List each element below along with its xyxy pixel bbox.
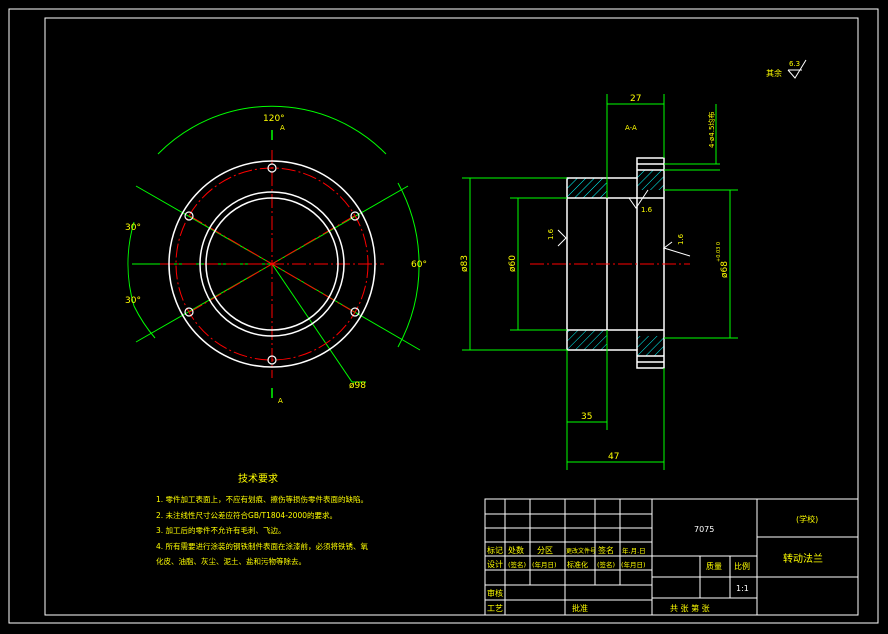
front-view: 120° 30° 30° 60° ø98 A A: [125, 105, 427, 405]
tech-item-2: 2. 未注线性尺寸公差应符合GB/T1804-2000的要求。: [156, 510, 337, 520]
dim-35: 35: [581, 412, 592, 422]
tb-design-date: (年月日): [532, 560, 557, 569]
section-title: A-A: [625, 124, 637, 132]
title-block: 7075 (学校) 转动法兰 标记 处数 分区 更改文件号 签名 年.月.日 设…: [484, 498, 859, 616]
tb-sheets: 共 张 第 张: [670, 603, 710, 613]
tb-design-sign: (签名): [508, 560, 526, 569]
dim-dia-68: ø68: [720, 261, 730, 278]
tb-scale-label: 比例: [734, 561, 750, 571]
tb-scale-value: 1:1: [736, 584, 749, 593]
title-block-grid: [484, 498, 859, 616]
holes-note: 4-ø4.5均布: [707, 112, 716, 148]
tech-item-3: 3. 加工后的零件不允许有毛刺、飞边。: [156, 525, 286, 535]
dim-27: 27: [630, 94, 641, 104]
dim-dia-83: ø83: [460, 255, 470, 272]
roughness-corner-value: 6.3: [789, 60, 800, 68]
drawing-frame: [8, 8, 879, 624]
bolt-circle-diameter: ø98: [349, 381, 366, 391]
tb-approve: 批准: [572, 603, 588, 613]
tb-design: 设计: [487, 559, 503, 569]
title-block-text: 7075 (学校) 转动法兰 标记 处数 分区 更改文件号 签名 年.月.日 设…: [487, 514, 823, 613]
angle-label-top: 120°: [263, 114, 285, 124]
tb-review: 审核: [487, 588, 503, 598]
school-label: (学校): [796, 514, 818, 524]
section-view: A-A 27 4-ø4.5均布 1.6 1.6 1.6 ø83 ø60 ø68 …: [460, 94, 738, 470]
tb-change-doc: 更改文件号: [566, 547, 596, 555]
fit-tolerance: +0.03 0: [716, 242, 722, 262]
center-lines: [160, 150, 384, 378]
angle-label-left-upper: 30°: [125, 223, 141, 233]
dim-47: 47: [608, 452, 619, 462]
roughness-corner: 其余 6.3: [766, 59, 807, 79]
section-mark-top: A: [280, 124, 285, 132]
tb-process: 工艺: [487, 604, 503, 613]
section-hatching: [567, 170, 664, 356]
tb-signature: 签名: [598, 545, 614, 555]
roughness-left: 1.6: [547, 228, 555, 240]
tech-item-1: 1. 零件加工表面上，不应有划痕、擦伤等损伤零件表面的缺陷。: [156, 494, 368, 504]
section-dimension-lines: [462, 94, 738, 470]
tech-item-4: 4. 所有需要进行涂装的钢铁制件表面在涂漆前，必须将铁锈、氧: [156, 541, 369, 551]
roughness-top: 1.6: [641, 206, 653, 214]
tb-std-date: (年月日): [621, 560, 646, 569]
material-label: 7075: [694, 525, 714, 534]
tb-mark: 标记: [487, 545, 503, 555]
tech-item-5: 化皮、油脂、灰尘、泥土、盐和污物等除去。: [156, 556, 306, 566]
tb-standard: 标准化: [567, 560, 588, 569]
tb-date: 年.月.日: [622, 546, 646, 555]
tb-mass-label: 质量: [706, 561, 722, 571]
section-mark-bottom: A: [278, 397, 283, 405]
dim-dia-60: ø60: [508, 255, 518, 272]
tech-requirements: 技术要求 1. 零件加工表面上，不应有划痕、擦伤等损伤零件表面的缺陷。 2. 未…: [156, 472, 369, 566]
roughness-symbols: [557, 189, 691, 257]
section-labels: A-A 27 4-ø4.5均布 1.6 1.6 1.6 ø83 ø60 ø68 …: [460, 94, 730, 462]
tech-requirements-title: 技术要求: [238, 472, 278, 485]
angle-label-left-lower: 30°: [125, 296, 141, 306]
angle-labels: 120° 30° 30° 60° ø98 A A: [125, 114, 427, 405]
part-name: 转动法兰: [783, 552, 823, 565]
bolt-holes: [184, 163, 360, 365]
flange-outlines: [168, 160, 376, 368]
roughness-right: 1.6: [677, 233, 685, 245]
roughness-corner-label: 其余: [766, 68, 782, 78]
angle-label-right: 60°: [411, 260, 427, 270]
tb-std-sign: (签名): [597, 560, 615, 569]
tb-count: 处数: [508, 545, 524, 555]
tb-zone: 分区: [537, 546, 553, 555]
